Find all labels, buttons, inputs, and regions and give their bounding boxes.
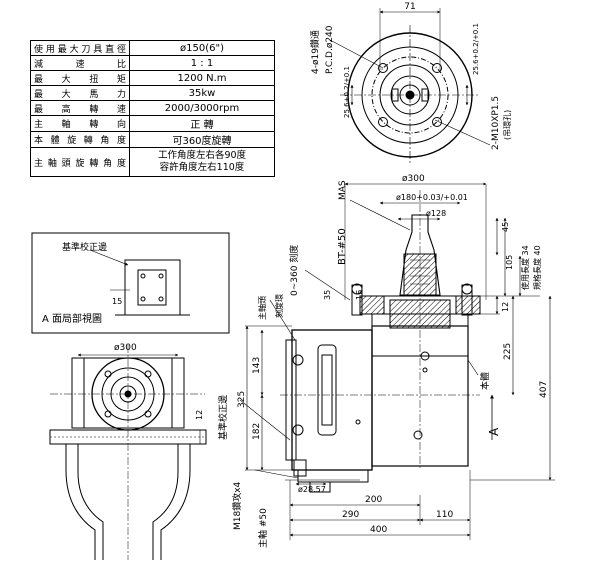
detail-dim-label: 15: [112, 297, 122, 306]
dim-16-label: 16: [355, 290, 364, 300]
std-length-label: 規格長度 40: [532, 245, 542, 290]
side-dim-300-label: ø300: [402, 174, 425, 184]
dim-225-label: 225: [503, 343, 513, 360]
dim-143-label: 143: [252, 357, 262, 374]
spec-label: 主軸頭旋轉角度: [30, 147, 130, 177]
detail-caption: A 面局部視圖: [42, 312, 102, 325]
side-view: [239, 182, 555, 540]
dim-105-label: 105: [505, 255, 514, 270]
dim-12-right-label: 12: [501, 302, 510, 312]
dim-35-label: 35: [323, 290, 332, 300]
dim-71-label: 71: [404, 2, 415, 12]
ref-edge-label: 基準校正邊: [217, 395, 229, 440]
dim-right-label: 25.6+0.2/+0.1: [472, 23, 480, 75]
dim-45-label: 45: [501, 222, 510, 232]
detail-ref-label: 基準校正邊: [62, 241, 107, 253]
bt-label: BT-#50: [337, 228, 348, 265]
front-dim-300-label: ø300: [114, 343, 137, 353]
spec-value-line: 工作角度左右各90度: [157, 150, 247, 161]
dim-290-label: 290: [342, 510, 359, 520]
dim-28-label: ø28.57: [298, 485, 326, 494]
angle-label: 0~360 刻度: [288, 245, 300, 296]
mas-label: MAS: [338, 180, 348, 200]
spec-value-line: 容許角度左右110度: [159, 162, 245, 173]
dim-407-label: 407: [539, 381, 549, 398]
dim-200-label: 200: [365, 495, 382, 505]
use-length-label: 使用長度 34: [520, 245, 530, 290]
spindle-50-label: 主軸 #50: [257, 508, 269, 548]
front-view: [49, 345, 207, 560]
view-a-label: A: [487, 427, 501, 436]
spindle-head-label: 主軸頭: [257, 296, 267, 320]
dim-110-label: 110: [436, 510, 453, 520]
dim-182-label: 182: [252, 423, 262, 440]
bolt-circle-label: 4-ø19鑽通: [309, 30, 321, 74]
detail-view: [31, 232, 230, 334]
tap-note-label: (吊環孔): [503, 110, 512, 140]
top-view: [329, 8, 491, 165]
spec-row: 主 軸 轉 向正 轉: [30, 115, 275, 132]
tap-label: 2-M10XP1.5: [491, 96, 501, 150]
dim-325-label: 325: [237, 391, 247, 408]
bolts-label: M18鑽攻x4: [231, 481, 243, 530]
dim-left-label: 25.6+0.2/+0.1: [343, 66, 351, 118]
dim-400-label: 400: [370, 525, 387, 535]
side-dim-180-label: ø180+0.03/+0.01: [396, 193, 468, 202]
front-dim-12-label: 12: [195, 410, 204, 420]
side-dim-128-label: ø128: [426, 209, 446, 218]
spec-row: 主軸頭旋轉角度工作角度左右各90度容許角度左右110度: [30, 147, 275, 177]
pcd-label: P.C.D.ø240: [325, 25, 335, 74]
body-label: 本體: [479, 372, 491, 390]
scale-ring-label: 刻度環: [274, 294, 284, 318]
spec-value: 工作角度左右各90度容許角度左右110度: [129, 147, 275, 177]
